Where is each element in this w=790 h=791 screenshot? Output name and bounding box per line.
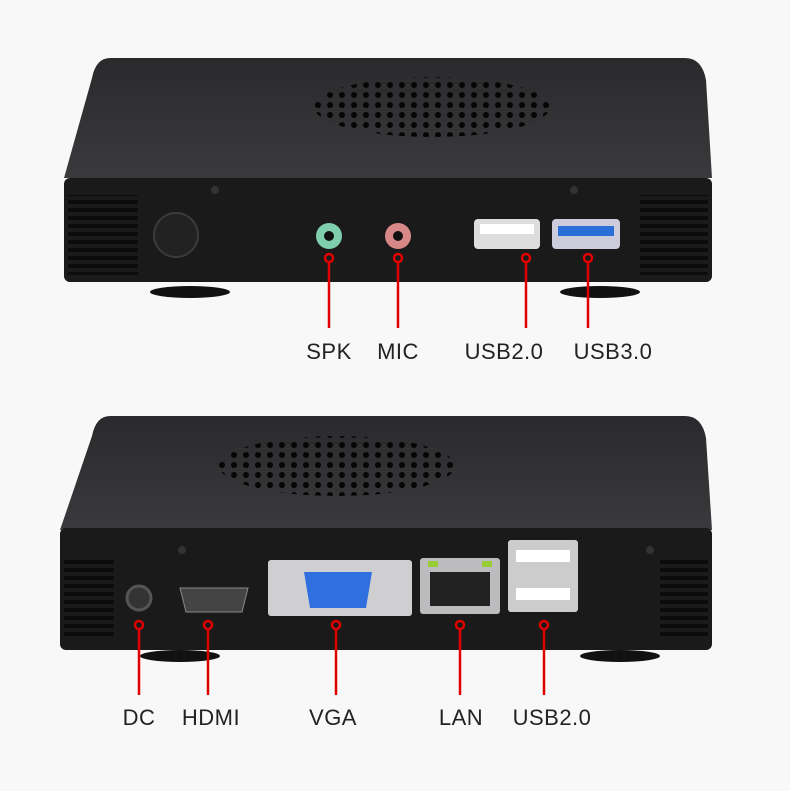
label-lan: LAN [438,705,484,730]
hdmi-port [179,587,249,613]
label-vga: VGA [309,705,357,730]
label-usb2-rear: USB2.0 [512,705,592,730]
label-spk: SPK [306,339,352,364]
label-mic: MIC [377,339,419,364]
callout-lines [133,252,594,695]
mini-pc-rear-view [60,416,712,662]
label-usb2: USB2.0 [464,339,544,364]
power-button [153,212,199,258]
mini-pc-front-view [64,58,712,298]
dc-jack [125,584,153,612]
label-usb3: USB3.0 [573,339,653,364]
label-hdmi: HDMI [181,705,241,730]
label-dc: DC [122,705,156,730]
